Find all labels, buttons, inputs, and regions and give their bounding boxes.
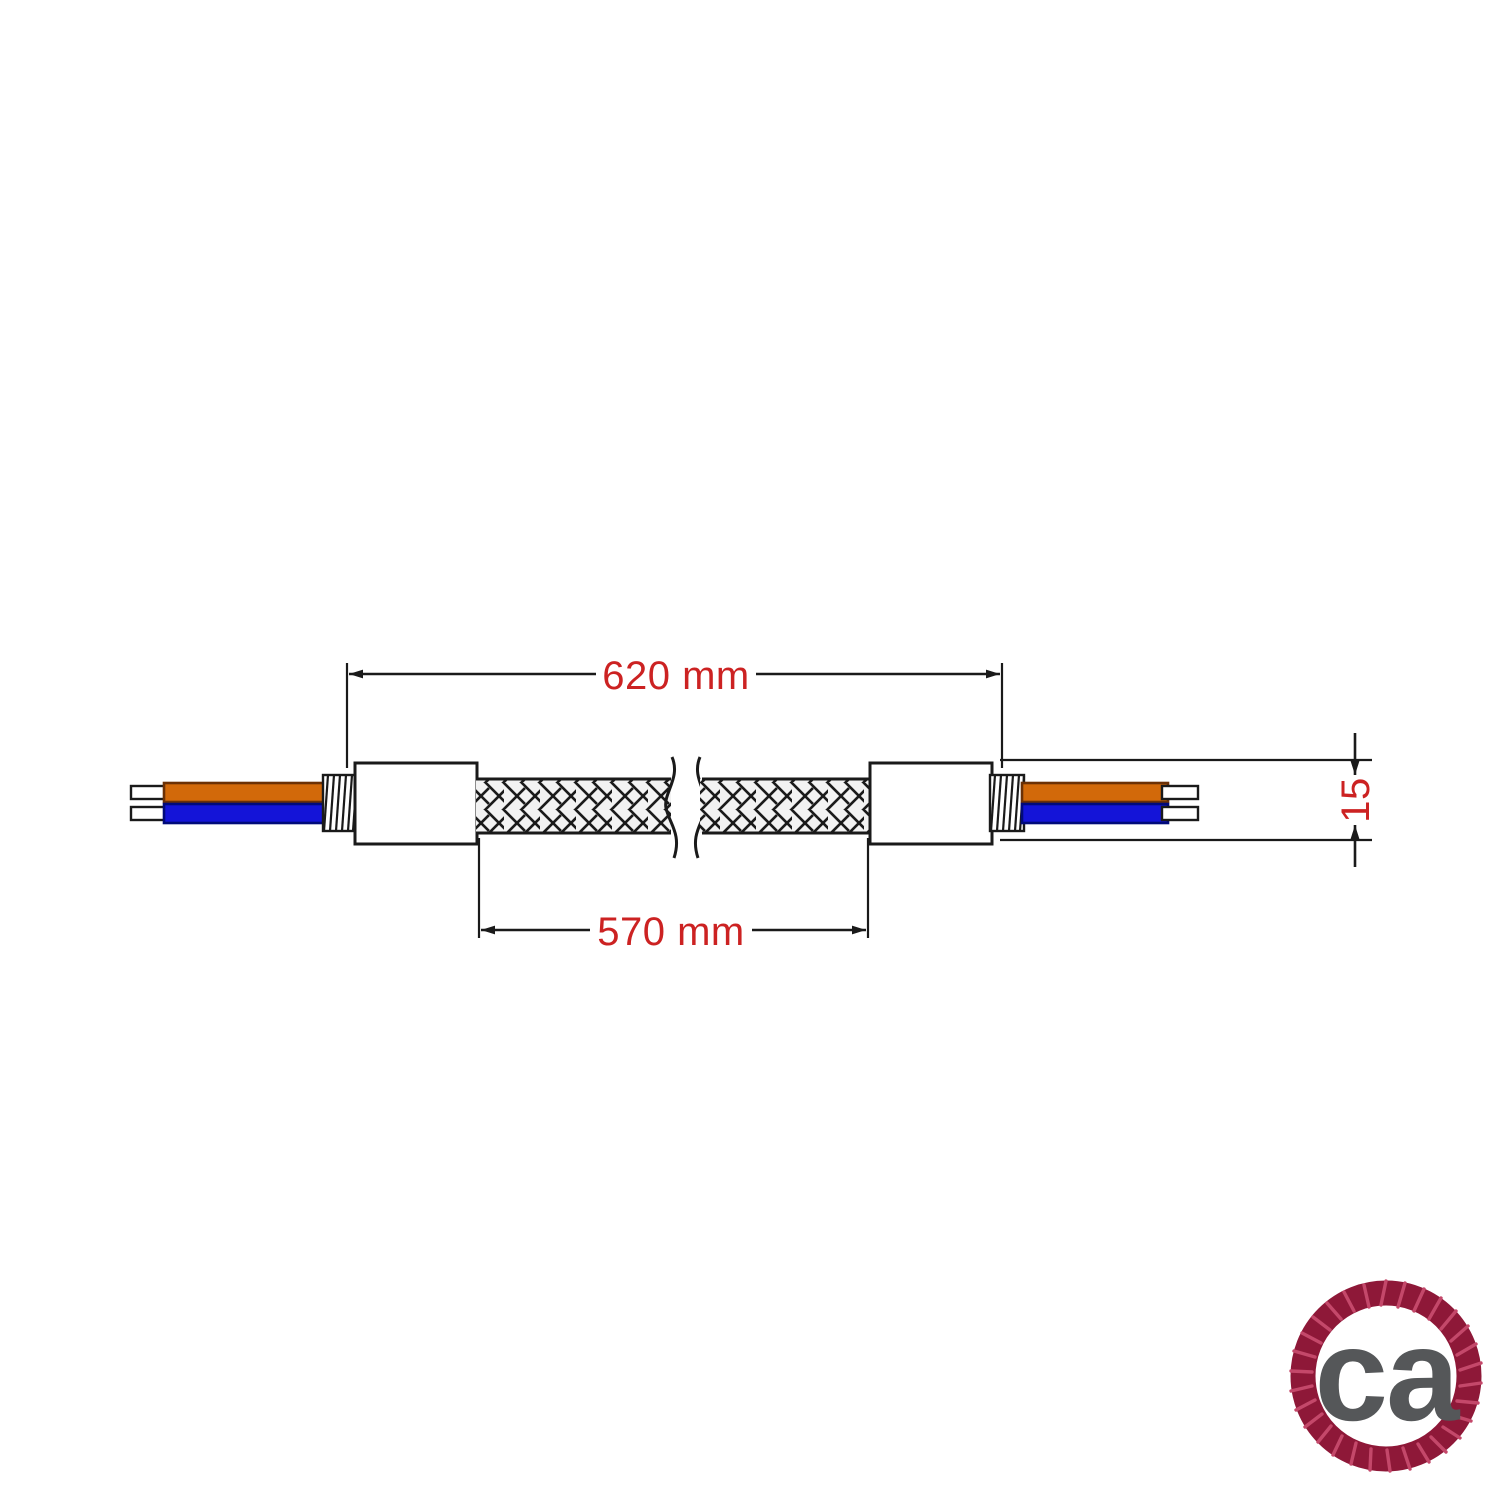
right-connector-body — [868, 761, 994, 846]
creative-cables-logo: ca — [1289, 1279, 1483, 1473]
dimension-label-sleeve-length: 570 mm — [597, 910, 745, 954]
left-line-wire — [162, 781, 326, 804]
dimension-total-length: 620 mm — [345, 654, 1004, 768]
right-strain-relief-spring — [988, 773, 1026, 833]
logo-label: ca — [1315, 1301, 1461, 1448]
left-strain-relief-spring — [321, 773, 359, 833]
right-neutral-wire — [1020, 802, 1170, 825]
dimension-label-diameter: 15 — [1334, 777, 1378, 823]
logo-rope-ring — [1290, 1280, 1482, 1472]
right-line-wire — [1020, 781, 1170, 804]
dimension-sleeve-length: 570 mm — [477, 838, 870, 954]
braided-sleeve-left — [476, 777, 671, 835]
braided-sleeve-right — [700, 777, 872, 835]
dimension-diameter: 15 — [1000, 733, 1378, 867]
logo-rope-twists — [1289, 1279, 1483, 1473]
left-wire-leads — [129, 781, 326, 825]
right-neutral-conductor-tip — [1160, 805, 1200, 822]
right-wire-leads — [1020, 781, 1200, 825]
dimension-label-total-length: 620 mm — [602, 654, 750, 698]
left-connector-body — [353, 761, 479, 846]
left-neutral-wire — [162, 802, 326, 825]
right-line-conductor-tip — [1160, 784, 1200, 801]
left-line-conductor-tip — [129, 784, 169, 801]
left-neutral-conductor-tip — [129, 805, 169, 822]
